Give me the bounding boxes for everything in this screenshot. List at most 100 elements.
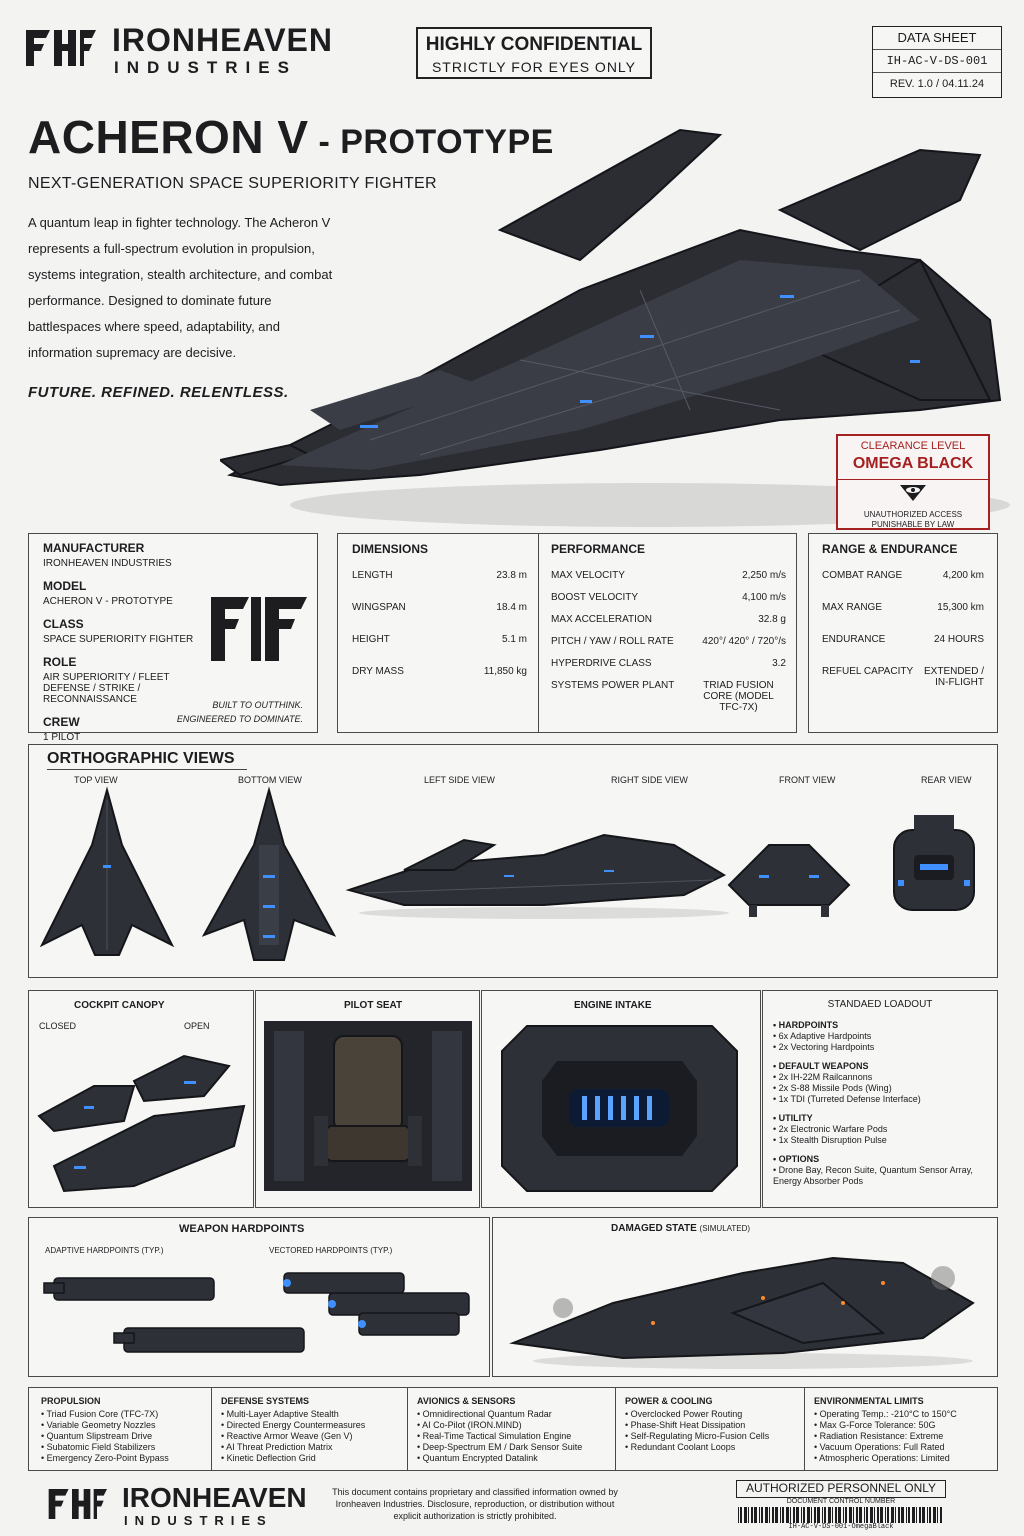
crew-value: 1 PILOT [43,732,81,743]
barcode-bar [877,1507,879,1523]
title-suffix: - PROTOTYPE [308,123,554,161]
barcode-bar [811,1507,812,1523]
class-label: CLASS [43,617,84,631]
systems-panel: PROPULSION Triad Fusion Core (TFC-7X) Va… [28,1387,998,1471]
confidential-line-2: STRICTLY FOR EYES ONLY [431,59,637,75]
barcode-bar [870,1507,873,1523]
class-value: SPACE SUPERIORITY FIGHTER [43,634,194,645]
weapons-title: WEAPON HARDPOINTS [179,1223,305,1235]
datasheet-block: DATA SHEET IH-AC-V-DS-001 REV. 1.0 / 04.… [872,26,1002,98]
dim-label-height: HEIGHT [352,634,390,645]
system-item: Multi-Layer Adaptive Stealth [221,1409,411,1420]
barcode-bar [782,1507,784,1523]
pilot-seat-title: PILOT SEAT [344,1000,403,1011]
emblem-logo [211,597,307,661]
standard-loadout-panel: STANDAED LOADOUT HARDPOINTS 6x Adaptive … [762,990,998,1208]
tagline: FUTURE. REFINED. RELENTLESS. [28,384,289,401]
system-item: Quantum Slipstream Drive [41,1431,221,1442]
perf-label-boost-velocity: BOOST VELOCITY [551,592,639,603]
loadout-item: Drone Bay, Recon Suite, Quantum Sensor A… [773,1165,987,1187]
barcode-bar [759,1507,760,1523]
cockpit-canopy-panel: COCKPIT CANOPY CLOSED OPEN [28,990,254,1208]
barcode-bar [929,1507,931,1523]
datasheet-revision: REV. 1.0 / 04.11.24 [889,78,985,90]
perf-value-boost-velocity: 4,100 m/s [742,592,786,603]
range-label-refuel: REFUEL CAPACITY [822,666,914,677]
perf-label-rates: PITCH / YAW / ROLL RATE [551,636,674,647]
barcode-bar [786,1507,789,1523]
barcode-bar [922,1507,925,1523]
cockpit-title: COCKPIT CANOPY [74,1000,165,1011]
range-value-max: 15,300 km [937,602,984,613]
datasheet-id: IH-AC-V-DS-001 [873,50,1001,73]
loadout-hardpoints-heading: HARDPOINTS [773,1020,987,1031]
canopy-open-label: OPEN [184,1021,210,1031]
barcode-bar [864,1507,865,1523]
loadout-item: 1x TDI (Turreted Defense Interface) [773,1094,987,1105]
power-heading: POWER & COOLING [625,1396,713,1406]
weapon-hardpoints-panel: WEAPON HARDPOINTS ADAPTIVE HARDPOINTS (T… [28,1217,490,1377]
perf-value-rates: 420°/ 420° / 720°/s [702,636,786,647]
system-item: Quantum Encrypted Datalink [417,1453,617,1464]
barcode-bar [738,1507,739,1523]
barcode-bar [895,1507,896,1523]
footer-logo [48,1489,107,1519]
barcode-bar [880,1507,883,1523]
doc-control-label: DOCUMENT CONTROL NUMBER [786,1498,896,1505]
barcode [738,1507,942,1523]
perf-label-hyperdrive: HYPERDRIVE CLASS [551,658,652,669]
barcode-bar [866,1507,868,1523]
title-main: ACHERON V [28,111,309,163]
loadout-options-heading: OPTIONS [773,1154,987,1165]
engine-intake-panel: ENGINE INTAKE [481,990,761,1208]
barcode-bar [927,1507,928,1523]
barcode-bar [740,1507,742,1523]
system-item: Emergency Zero-Point Bypass [41,1453,221,1464]
vectored-hardpoints-label: VECTORED HARDPOINTS (TYP.) [269,1246,393,1255]
manufacturer-value: IRONHEAVEN INDUSTRIES [43,558,172,569]
motto-line-1: BUILT TO OUTTHINK. [212,700,303,710]
barcode-bar [796,1507,799,1523]
barcode-bar [874,1507,875,1523]
crew-label: CREW [43,715,80,729]
system-item: Real-Time Tactical Simulation Engine [417,1431,617,1442]
system-item: Overclocked Power Routing [625,1409,805,1420]
hero-ship-illustration [220,128,1010,527]
brand-subtitle: INDUSTRIES [114,58,297,77]
loadout-item: 6x Adaptive Hardpoints [773,1031,987,1042]
loadout-weapons-heading: DEFAULT WEAPONS [773,1061,987,1072]
footer-brand-name: IRONHEAVEN [122,1482,307,1513]
barcode-bar [856,1507,858,1523]
barcode-bar [933,1507,936,1523]
avionics-heading: AVIONICS & SENSORS [417,1396,516,1406]
barcode-bar [906,1507,907,1523]
system-item: AI Threat Prediction Matrix [221,1442,411,1453]
barcode-bar [887,1507,889,1523]
system-item: Kinetic Deflection Grid [221,1453,411,1464]
barcode-bar [891,1507,894,1523]
system-item: Omnidirectional Quantum Radar [417,1409,617,1420]
weapons-illustration [43,1272,470,1353]
perf-value-acceleration: 32.8 g [758,614,786,625]
top-view-illustration [39,786,175,956]
barcode-bar [793,1507,795,1523]
view-label-top: TOP VIEW [74,775,118,785]
engine-intake-illustration [501,1025,738,1192]
propulsion-heading: PROPULSION [41,1396,101,1406]
dim-value-height: 5.1 m [501,634,527,645]
barcode-bar [919,1507,921,1523]
page-subtitle: NEXT-GENERATION SPACE SUPERIORITY FIGHTE… [28,175,437,192]
pilot-seat-panel: PILOT SEAT [255,990,480,1208]
barcode-bar [940,1507,942,1523]
loadout-item: 2x IH-22M Railcannons [773,1072,987,1083]
dim-label-wingspan: WINGSPAN [352,602,406,613]
confidential-line-1: HIGHLY CONFIDENTIAL [425,34,643,55]
canopy-illustration [37,1054,246,1193]
barcode-bar [748,1507,749,1523]
pilot-seat-illustration [264,1021,472,1191]
view-label-front: FRONT VIEW [779,775,836,785]
range-label-combat: COMBAT RANGE [822,570,903,581]
confidential-stamp: HIGHLY CONFIDENTIAL STRICTLY FOR EYES ON… [416,27,652,79]
loadout-item: 2x Electronic Warfare Pods [773,1124,987,1135]
